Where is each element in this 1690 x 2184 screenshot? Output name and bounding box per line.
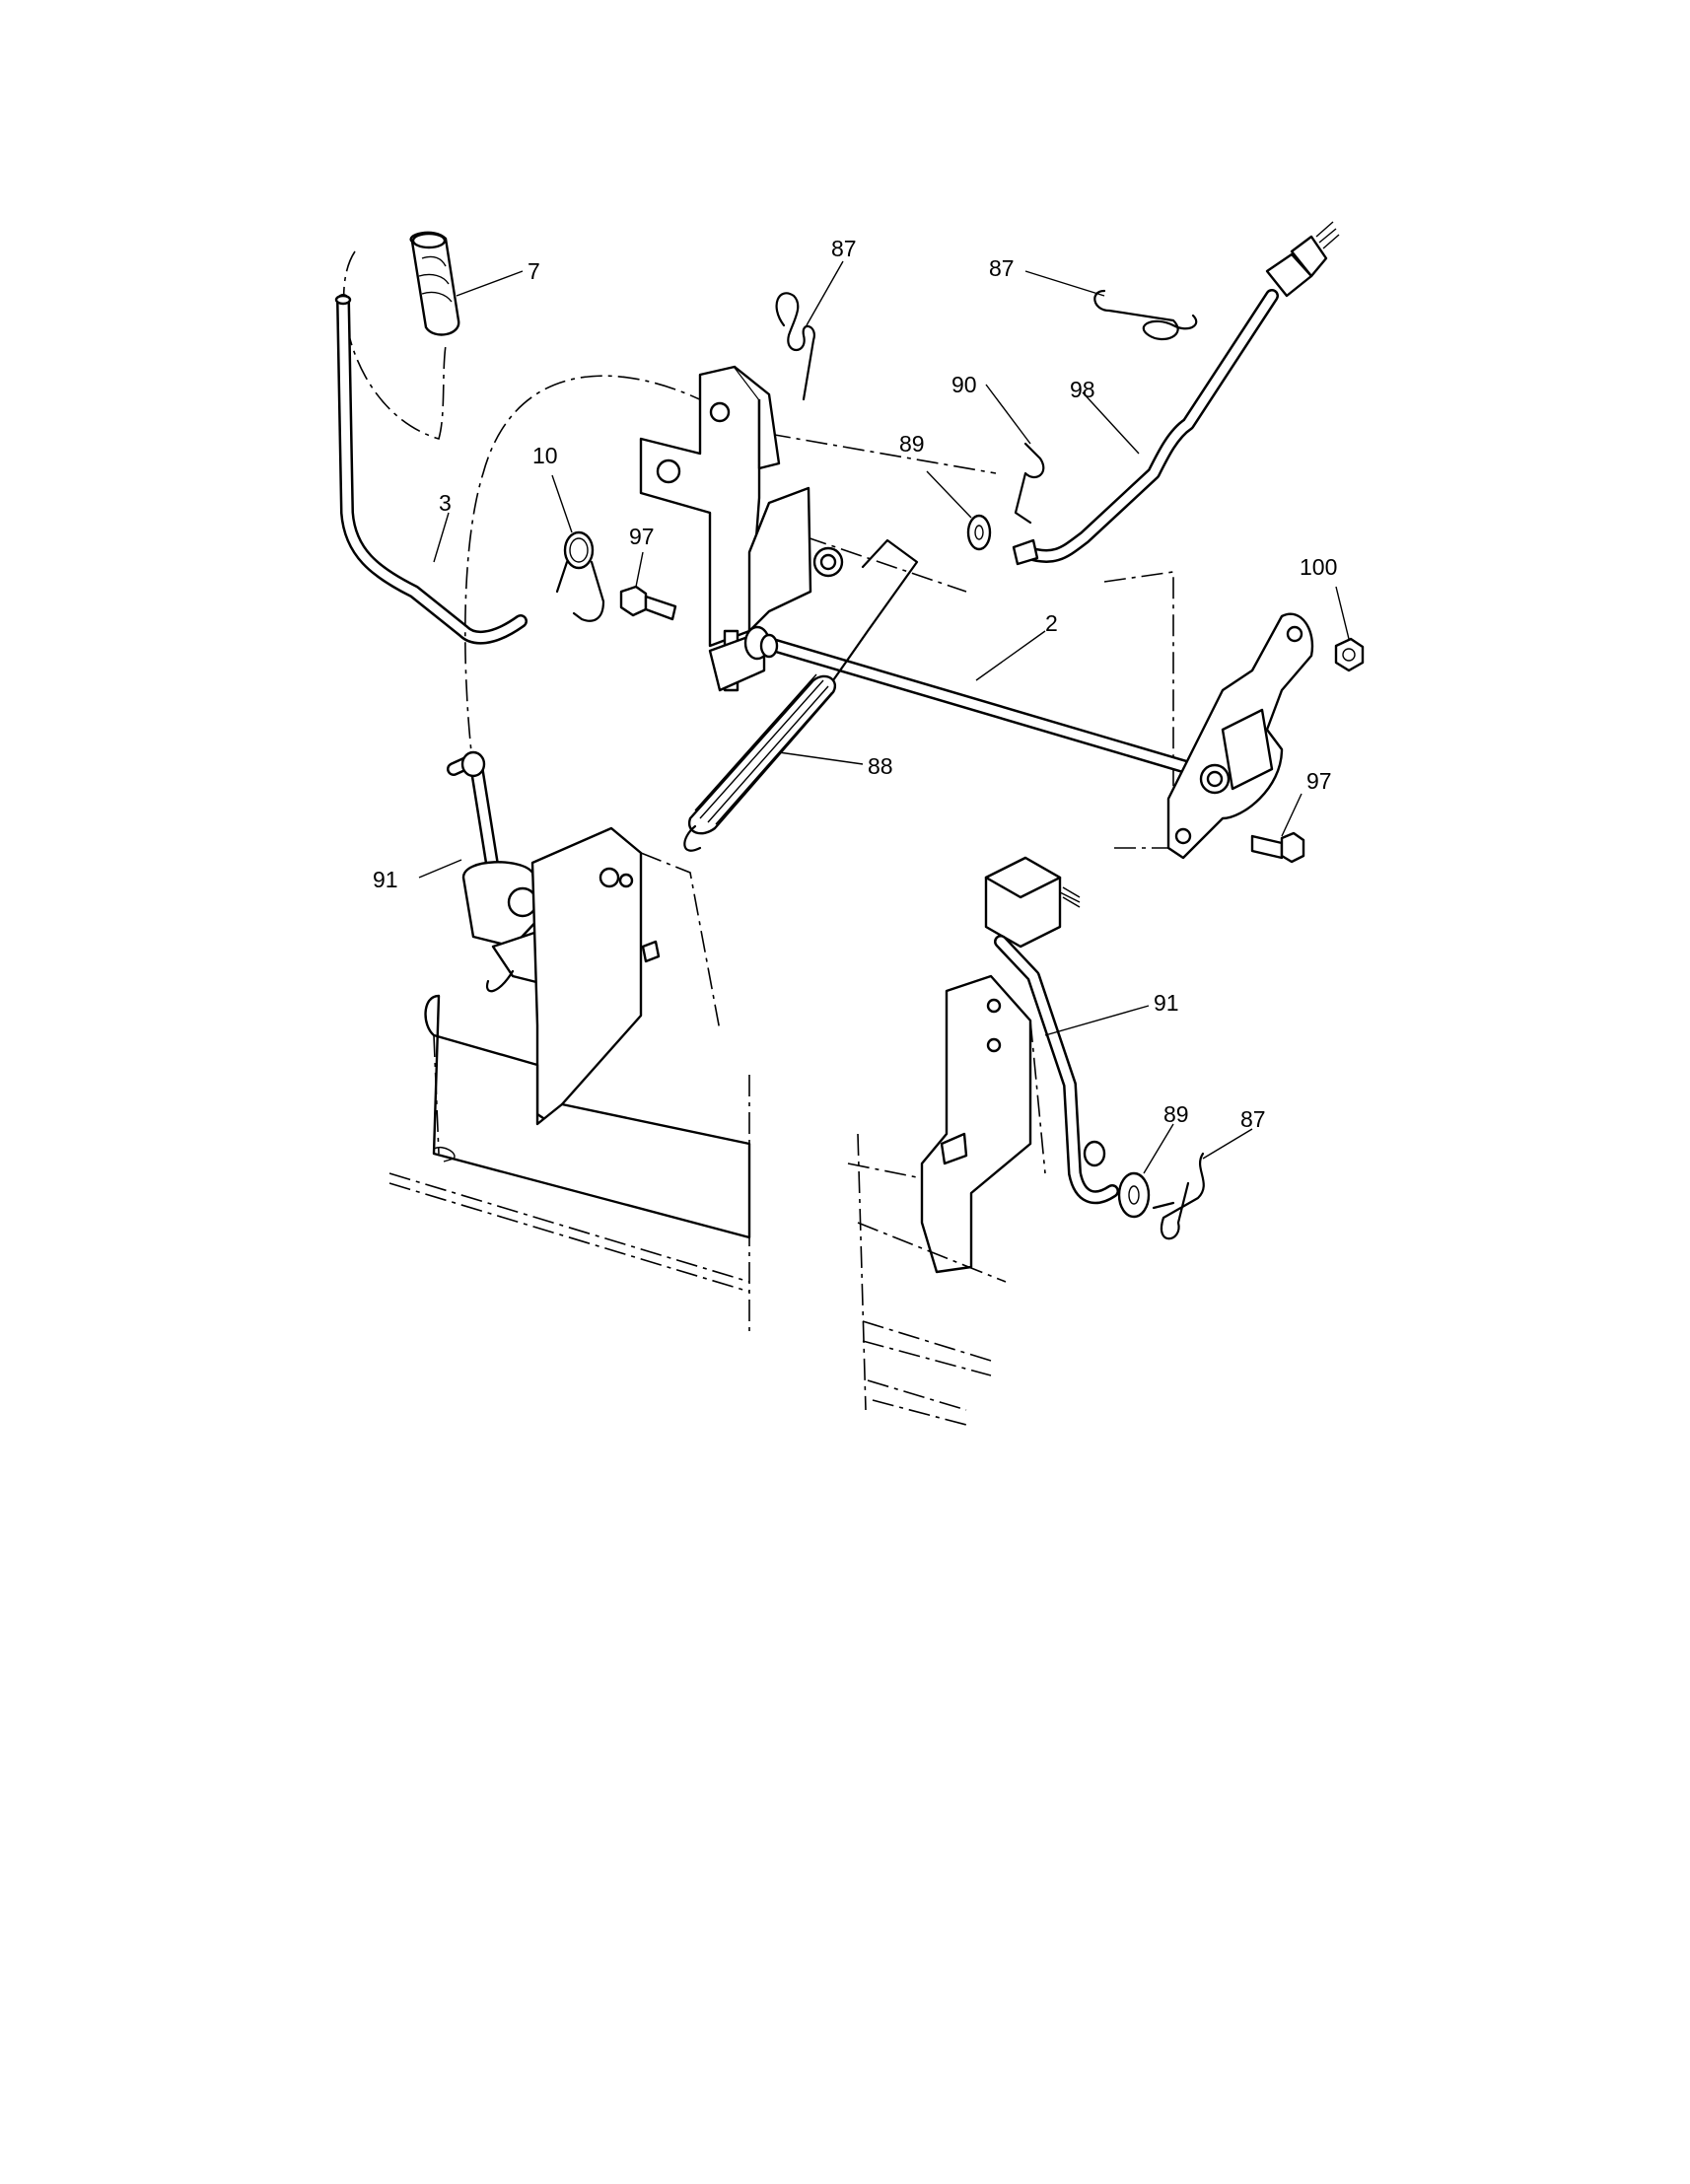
hex-bolt-left (619, 585, 677, 621)
extension-spring (683, 538, 919, 852)
callout-89-bottom: 89 (1163, 1101, 1189, 1127)
callout-90: 90 (951, 372, 977, 397)
hex-bolt-right (1250, 831, 1305, 864)
callout-10: 10 (532, 443, 558, 468)
callout-97-left: 97 (629, 524, 655, 549)
callout-100: 100 (1300, 554, 1337, 580)
callout-97-right: 97 (1306, 768, 1332, 794)
lift-link-right (984, 856, 1119, 1205)
deck-hanger-left (530, 826, 721, 1126)
mower-deck-right (847, 1133, 1007, 1426)
callout-91-left: 91 (373, 867, 398, 892)
callout-87-bottom: 87 (1240, 1106, 1266, 1132)
lift-bracket (639, 365, 844, 692)
callout-88: 88 (868, 753, 893, 779)
hairpin-clip-upper-right (1093, 289, 1198, 340)
callout-labels: 7 87 87 90 98 89 10 3 97 100 2 88 97 91 … (373, 236, 1337, 1132)
washer-top (966, 514, 992, 551)
handle-grip (342, 231, 460, 440)
deck-hanger-right (920, 974, 1046, 1274)
cotter-pin (1014, 442, 1045, 525)
callout-2: 2 (1045, 610, 1058, 636)
callout-7: 7 (528, 258, 540, 284)
washer-bottom (1117, 1171, 1151, 1219)
torsion-spring (555, 530, 605, 622)
mower-deck-left (388, 994, 751, 1331)
hairpin-clip-top (775, 292, 815, 401)
leader-lines (418, 260, 1350, 1174)
hairpin-clip-bottom (1152, 1152, 1205, 1240)
callout-3: 3 (439, 490, 452, 516)
right-lift-arm (1166, 612, 1314, 860)
adjuster-rod (1012, 221, 1340, 566)
lift-handle-rod (334, 294, 528, 645)
callout-98: 98 (1070, 377, 1095, 402)
callout-91-right: 91 (1154, 990, 1179, 1016)
callout-87-upper-right: 87 (989, 255, 1015, 281)
callout-89-top: 89 (899, 431, 925, 457)
lift-shaft (743, 625, 1200, 776)
callout-87-top: 87 (831, 236, 857, 261)
hex-nut (1334, 637, 1365, 672)
